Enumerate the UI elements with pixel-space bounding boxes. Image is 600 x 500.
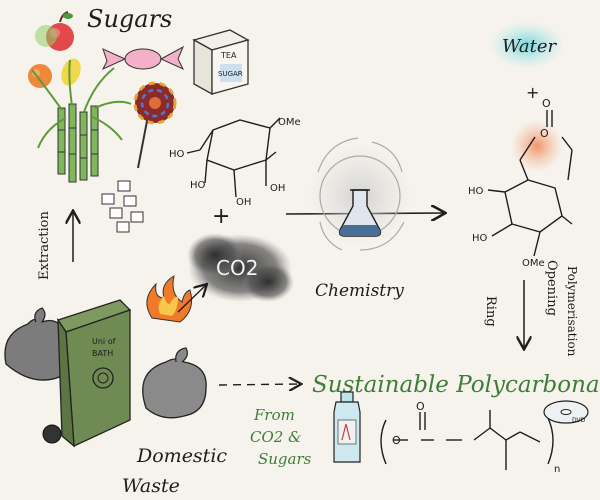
cyclic-carbonate-molecule <box>487 110 573 257</box>
opening-label: Opening <box>544 260 559 316</box>
wrapped-candy-icon <box>101 45 185 71</box>
waste-to-polymer-arrow <box>218 384 300 385</box>
water-label: Water <box>502 36 558 57</box>
orange-fruit-icon <box>28 64 52 88</box>
flask-icon <box>338 189 382 237</box>
from-line-2: CO2 & <box>250 428 301 446</box>
ring-label: Ring <box>483 296 498 327</box>
oh-label-2: OH <box>270 183 285 194</box>
carbonate-glow <box>511 120 563 172</box>
lollipop-icon <box>133 81 177 169</box>
from-line-1: From <box>253 406 295 424</box>
sugar-box-icon: TEA SUGAR <box>192 29 250 96</box>
bottle-icon <box>333 391 361 463</box>
lemon-icon <box>61 58 81 86</box>
polymer-n-subscript: n <box>554 464 560 475</box>
flame-to-co2-arrow <box>177 285 206 313</box>
rubbish-bag-right <box>142 347 207 419</box>
ome-label-2: OMe <box>522 258 545 269</box>
water-glow <box>489 21 565 69</box>
rubbish-bag-left <box>4 307 74 381</box>
carbonate-o-top: O <box>542 97 551 110</box>
sugars-title: Sugars <box>87 5 172 33</box>
polymer-o-2: O <box>416 400 425 413</box>
chemistry-label: Chemistry <box>315 281 404 301</box>
sugar-cane-icon <box>31 59 132 183</box>
sugar-box-label: SUGAR <box>218 70 243 78</box>
sugar-cubes-icon <box>101 180 144 233</box>
oh-label-1: OH <box>236 197 251 208</box>
plus-sign-middle: + <box>212 204 230 229</box>
domestic-label: Domestic <box>136 445 227 467</box>
ho-label-4: HO <box>472 233 488 244</box>
waste-label: Waste <box>122 475 180 497</box>
wheelie-bin-icon: Uni of BATH <box>42 299 132 448</box>
from-line-3: Sugars <box>258 450 312 468</box>
polymer-o-1: O <box>392 434 401 447</box>
sugar-molecule <box>186 117 281 198</box>
polymerisation-label: Polymerisation <box>565 266 579 357</box>
plus-sign-top: + <box>526 83 539 102</box>
tea-label: TEA <box>220 51 237 60</box>
ome-label-1: OMe <box>278 117 301 128</box>
ho-label-1: HO <box>169 149 185 160</box>
polycarbonate-structure <box>380 410 554 470</box>
dvd-disc-icon: DVD <box>543 400 589 424</box>
ho-label-3: HO <box>468 186 484 197</box>
extraction-label: Extraction <box>37 211 52 280</box>
ho-label-2: HO <box>190 180 206 191</box>
co2-label: CO2 <box>216 256 258 280</box>
sustainable-polycarbonates-title: Sustainable Polycarbonates <box>312 372 600 398</box>
flame-icon <box>146 275 193 323</box>
apple-icon <box>35 11 74 51</box>
dvd-label: DVD <box>572 417 586 424</box>
bin-label-line2: BATH <box>92 349 113 358</box>
carbonate-c-o: O <box>540 127 549 140</box>
bin-label-line1: Uni of <box>92 337 116 346</box>
